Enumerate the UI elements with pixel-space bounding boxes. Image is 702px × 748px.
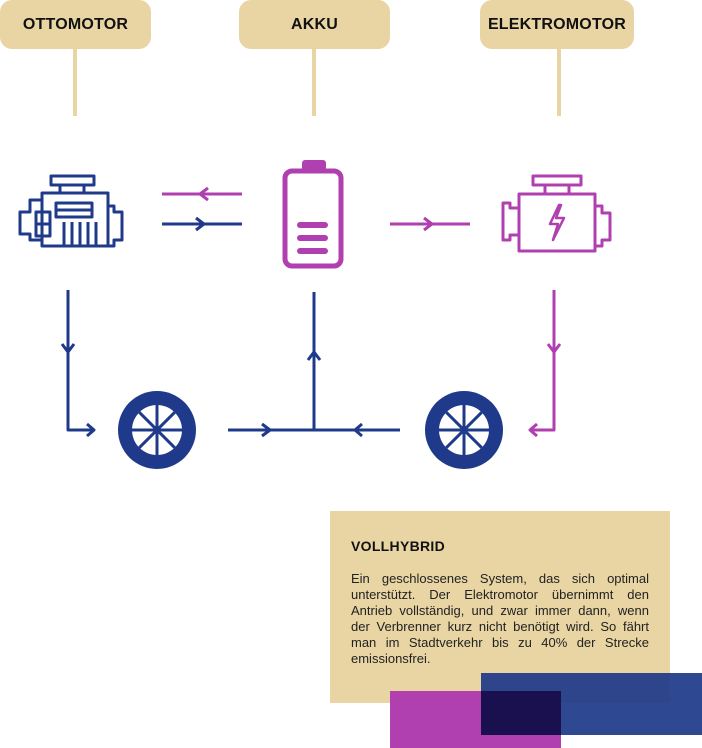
info-text: Ein geschlossenes System, das sich optim… <box>351 571 649 666</box>
label-elektromotor: ELEKTROMOTOR <box>480 0 634 49</box>
arrow-emotor-to-wheel <box>528 290 562 438</box>
label-connectors <box>73 49 561 116</box>
arrow-engine-to-battery <box>162 216 242 232</box>
info-title: VOLLHYBRID <box>351 538 445 554</box>
arrow-wheels-to-battery <box>228 292 400 438</box>
engine-icon <box>18 174 124 248</box>
label-akku: AKKU <box>239 0 390 49</box>
wheel-icon <box>425 391 503 469</box>
arrow-battery-to-engine <box>162 186 242 202</box>
electric-motor-icon <box>501 174 612 253</box>
arrow-engine-to-wheel <box>60 290 96 438</box>
label-akku-text: AKKU <box>290 15 339 33</box>
wheel-icon <box>118 391 196 469</box>
arrow-battery-to-emotor <box>390 216 470 232</box>
label-ottomotor-text: OTTOMOTOR <box>22 15 129 33</box>
battery-icon <box>282 160 344 269</box>
decor-block-overlap <box>481 691 561 735</box>
label-ottomotor: OTTOMOTOR <box>0 0 151 49</box>
info-box: VOLLHYBRID Ein geschlossenes System, das… <box>330 511 670 703</box>
label-elektromotor-text: ELEKTROMOTOR <box>487 15 627 33</box>
